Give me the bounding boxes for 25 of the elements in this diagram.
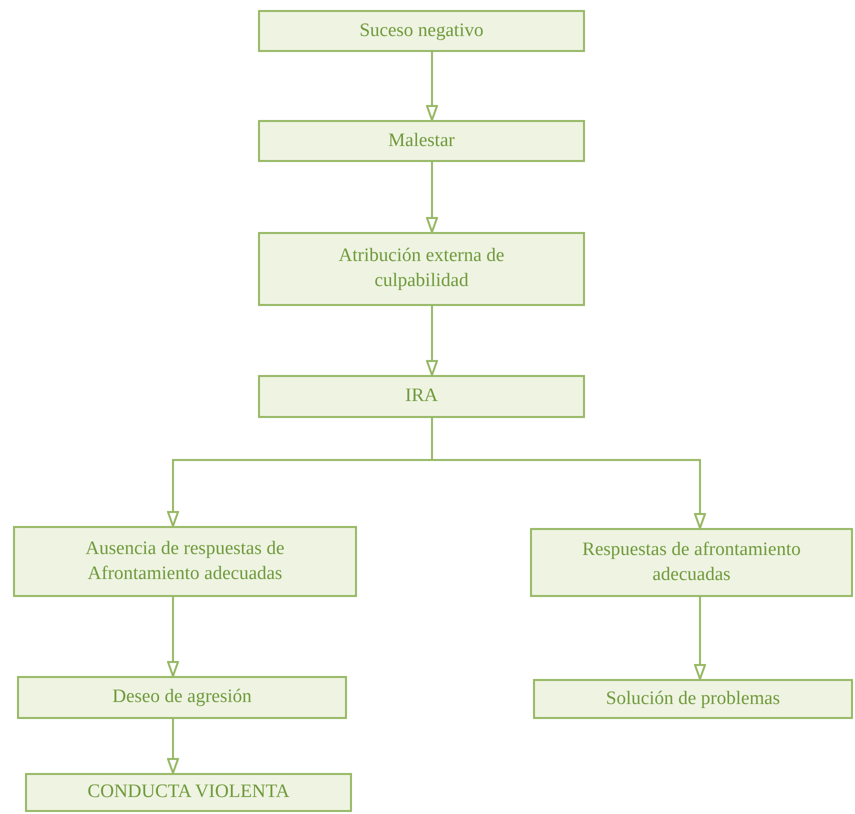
process-box xyxy=(258,10,585,52)
process-box xyxy=(258,375,585,418)
arrow xyxy=(694,597,706,680)
process-box xyxy=(258,232,585,306)
process-box xyxy=(258,120,585,162)
process-box xyxy=(533,679,853,719)
box-label: CONDUCTA VIOLENTA xyxy=(86,780,290,804)
arrow xyxy=(426,306,438,376)
box-label: Ausencia de respuestas de Afrontamiento adecuadas xyxy=(84,536,286,586)
process-box xyxy=(17,676,347,719)
process-box xyxy=(25,773,352,812)
arrow xyxy=(426,52,438,121)
box-label: Suceso negativo xyxy=(358,18,484,43)
arrow xyxy=(431,418,706,529)
box-label: Atribución externa de culpabilidad xyxy=(338,244,506,293)
process-box xyxy=(530,528,853,597)
arrow xyxy=(426,162,438,233)
box-label: Deseo de agresión xyxy=(111,685,253,710)
arrow xyxy=(167,719,179,774)
box-label: IRA xyxy=(404,384,439,408)
process-box xyxy=(13,526,357,597)
arrow xyxy=(167,597,179,677)
box-label: Solución de problemas xyxy=(604,686,782,711)
box-label: Malestar xyxy=(387,128,456,153)
box-label: Respuestas de afrontamiento adecuadas xyxy=(581,538,802,586)
